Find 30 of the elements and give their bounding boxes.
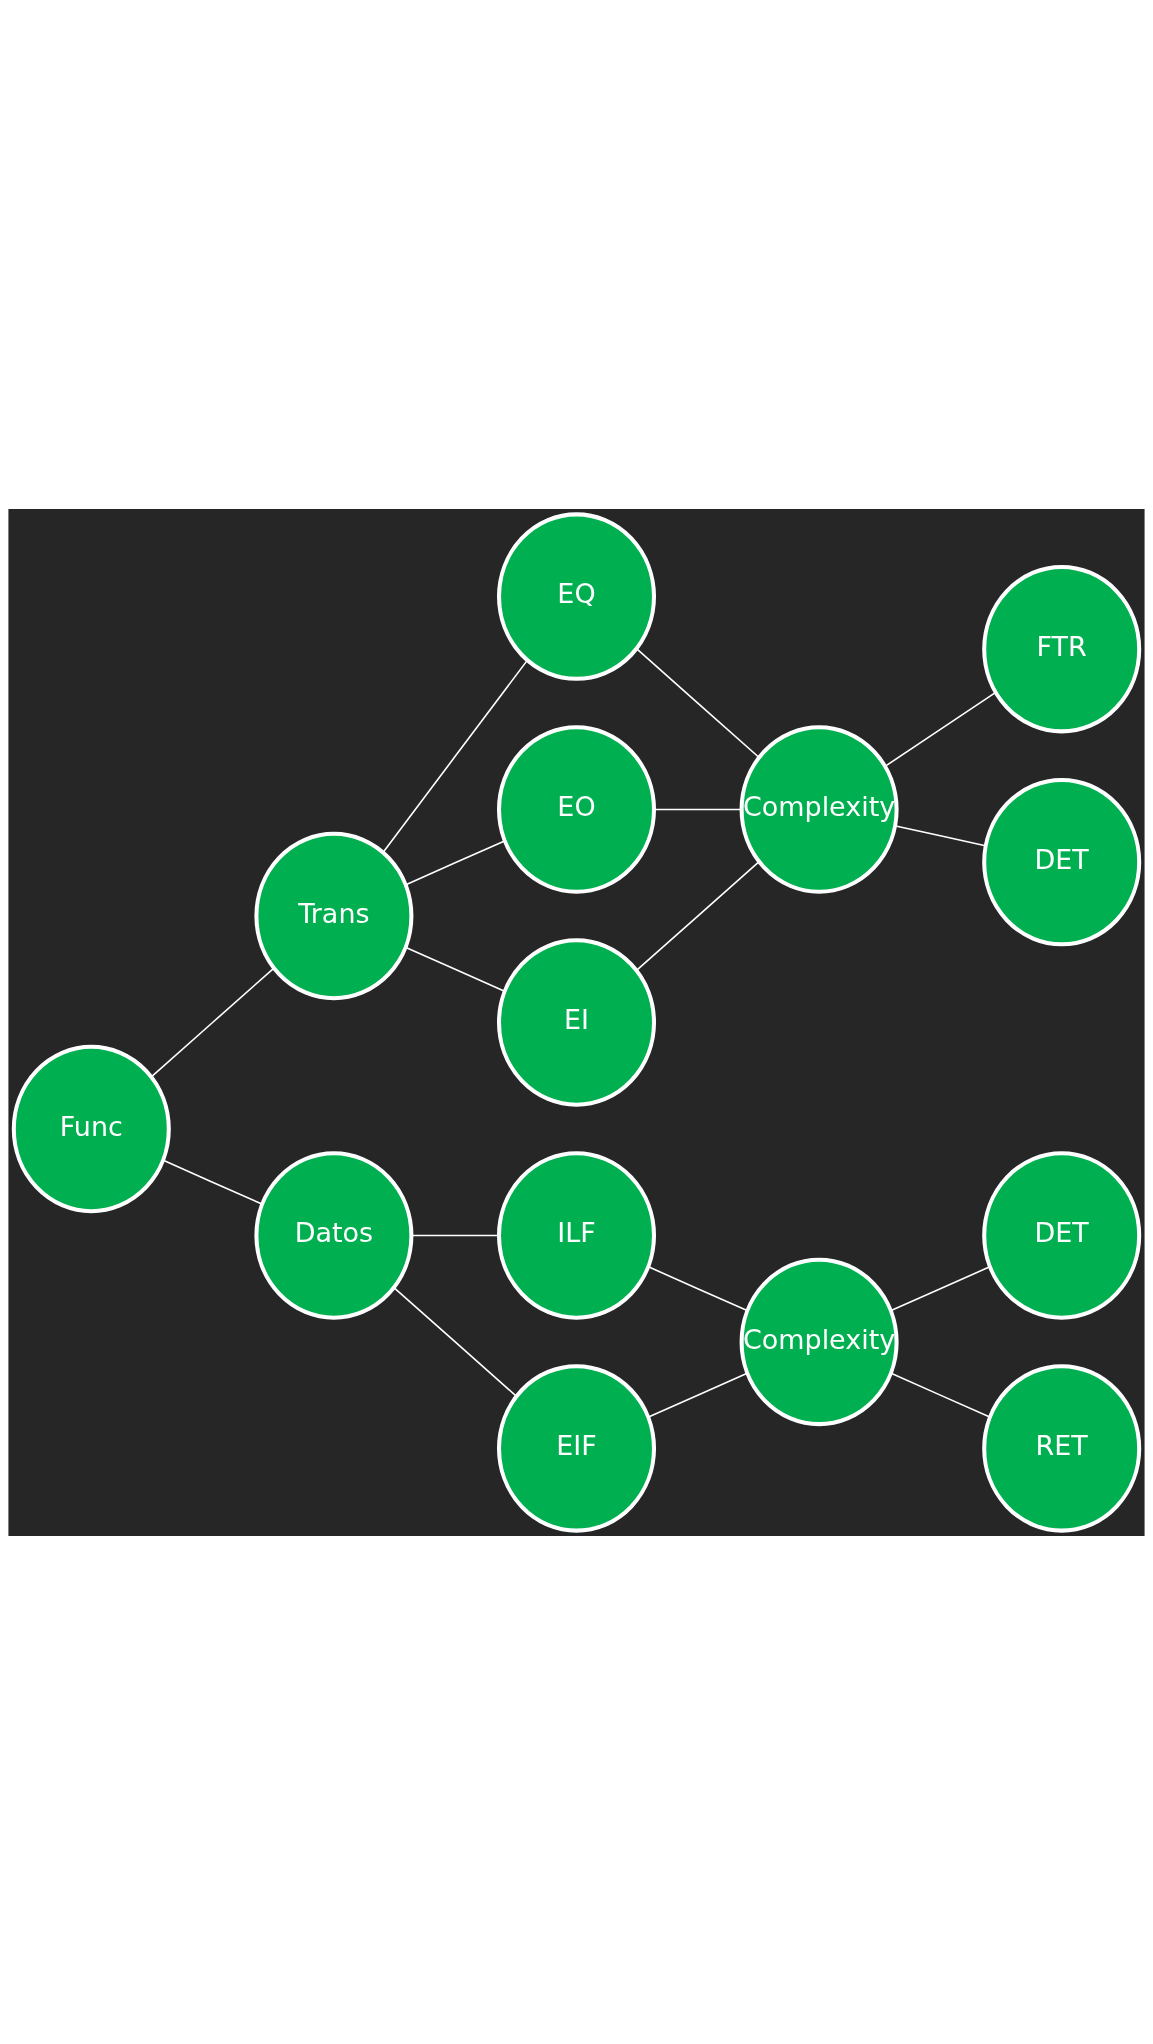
node-circle: EI [497,937,656,1107]
node-circle: RET [982,1363,1142,1533]
node-circle: Datos [254,1150,414,1320]
node-circle: EO [497,724,656,894]
node-circle: Func [11,1044,171,1213]
connector [890,1265,991,1311]
connector [162,1159,263,1205]
node-circle: Complexity [739,1257,899,1426]
connector [884,691,997,767]
node-circle: DET [982,1150,1142,1320]
connector [382,659,529,853]
connector [635,647,760,758]
connector [894,824,987,846]
node-circle: DET [982,777,1142,946]
connector [647,1265,748,1311]
node-circle: EQ [497,511,656,681]
node-circle: Complexity [739,724,899,894]
connector [411,1234,500,1236]
connector [405,946,506,992]
node-circle: Trans [254,831,414,1000]
node-circle: ILF [497,1150,656,1320]
node-circle: FTR [982,564,1142,733]
connector [890,1372,991,1418]
connector [653,808,743,810]
connector [150,967,275,1078]
connector [635,860,760,971]
node-circle: EIF [497,1363,656,1533]
connector [393,1286,518,1397]
connector [405,839,506,885]
connector [647,1371,748,1418]
